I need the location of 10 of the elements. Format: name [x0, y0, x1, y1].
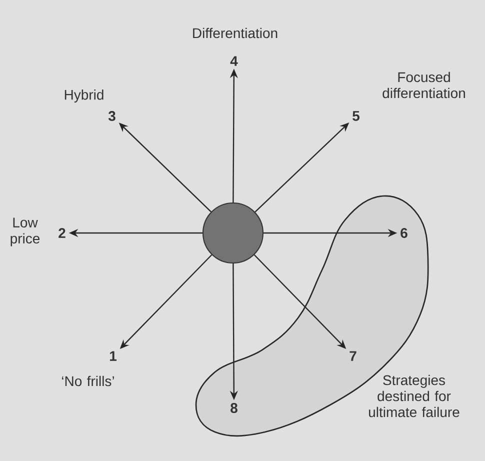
strategy-label: Low price [10, 218, 40, 246]
strategy-label: ‘No frills’ [62, 376, 114, 386]
hub-circle [202, 202, 264, 264]
point-number: 1 [106, 348, 120, 364]
point-number: 4 [227, 54, 241, 68]
region-label: Strategies destined for ultimate failure [369, 374, 460, 418]
strategy-label: Hybrid [64, 89, 104, 103]
strategy-label: Focused differentiation [382, 72, 465, 98]
point-number: 7 [346, 348, 360, 364]
strategy-label: Differentiation [193, 28, 278, 38]
